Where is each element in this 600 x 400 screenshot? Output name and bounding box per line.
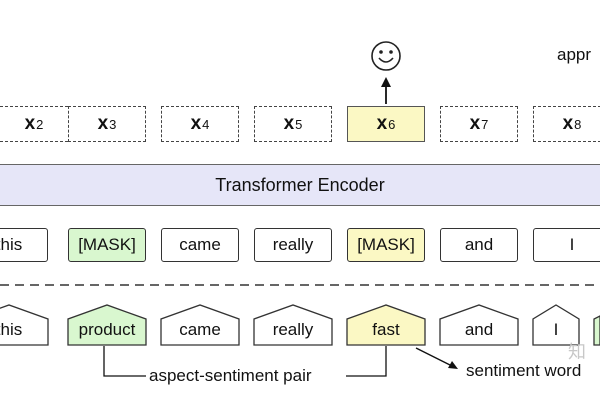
up-arrow-icon	[381, 77, 391, 104]
sentiment-word-arrow	[415, 347, 458, 369]
transformer-encoder: Transformer Encoder	[0, 164, 600, 206]
token-shape	[0, 304, 49, 346]
masked-token: came	[161, 228, 239, 262]
watermark: 知	[568, 342, 586, 362]
token-shape	[439, 304, 519, 346]
aspect-sentiment-connector	[103, 346, 146, 377]
masked-token: this	[0, 228, 48, 262]
masked-token: and	[440, 228, 518, 262]
token-shape	[532, 304, 580, 346]
token-shape-sentiment	[346, 304, 426, 346]
masked-token: I	[533, 228, 600, 262]
sentiment-word-label: sentiment word	[466, 361, 582, 380]
smiley-icon	[371, 41, 401, 71]
token-shape	[160, 304, 240, 346]
encoder-label: Transformer Encoder	[215, 174, 385, 195]
token-shape-aspect	[67, 304, 147, 346]
masked-token-sentiment: [MASK]	[347, 228, 425, 262]
aspect-sentiment-pair-label: aspect-sentiment pair	[149, 366, 312, 385]
masked-token-aspect: [MASK]	[68, 228, 146, 262]
token-shape	[253, 304, 333, 346]
aspect-sentiment-connector	[346, 346, 387, 377]
masked-token: really	[254, 228, 332, 262]
top-right-text: appr	[557, 45, 592, 64]
token-shape-partial	[593, 315, 600, 346]
prediction-graphic	[371, 41, 401, 104]
